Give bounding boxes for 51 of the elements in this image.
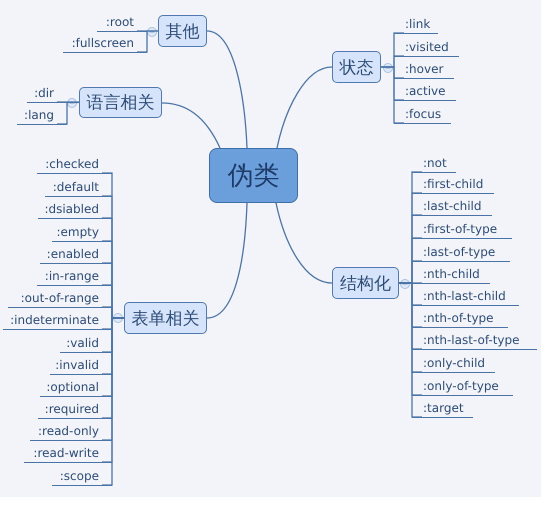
underlined-label: :enabled xyxy=(40,246,112,264)
underlined-label: :valid xyxy=(60,336,112,353)
connector-line xyxy=(206,30,248,148)
underlined-label: :first-of-type xyxy=(412,222,512,239)
underlined-label: :last-of-type xyxy=(412,244,510,262)
underlined-label: :nth-of-type xyxy=(412,310,508,328)
underlined-label: :read-write xyxy=(24,446,112,463)
underlined-label: :visited xyxy=(394,40,459,57)
underlined-label: :nth-last-of-type xyxy=(412,332,537,350)
underlined-label: :not xyxy=(412,156,456,173)
connector-line xyxy=(57,101,79,103)
underlined-label: :required xyxy=(38,402,112,419)
underlined-label: :last-child xyxy=(412,198,492,216)
connector-line xyxy=(57,102,79,125)
underlined-label: :optional xyxy=(40,380,112,397)
underlined-label: :scope xyxy=(52,468,112,486)
central-topic-box: 伪类 xyxy=(209,148,298,203)
underlined-label: :invalid xyxy=(50,358,112,375)
topic-box: 语言相关 xyxy=(79,87,162,118)
underlined-label: :empty xyxy=(52,224,112,242)
connector-line xyxy=(381,66,404,124)
underlined-label: :nth-child xyxy=(412,266,490,284)
underlined-label: :nth-last-child xyxy=(412,288,519,306)
underlined-label: :checked xyxy=(37,156,112,174)
underlined-label: :active xyxy=(394,84,456,101)
underlined-label: :hover xyxy=(394,62,454,79)
underlined-label: :lang xyxy=(17,108,67,125)
connector-line xyxy=(276,66,332,148)
connector-line xyxy=(206,202,248,319)
connector-line xyxy=(275,202,332,284)
underlined-label: :focus xyxy=(394,106,451,124)
underlined-label: :default xyxy=(45,180,112,197)
underlined-label: :fullscreen xyxy=(63,36,147,53)
underlined-label: :only-of-type xyxy=(412,378,513,396)
underlined-label: :link xyxy=(394,16,438,34)
underlined-label: :read-only xyxy=(30,424,112,441)
underlined-label: :dsiabled xyxy=(38,202,112,219)
underlined-label: :root xyxy=(97,14,147,32)
topic-box: 状态 xyxy=(332,51,381,83)
connector-line xyxy=(137,30,158,53)
topic-box: 表单相关 xyxy=(124,302,207,334)
underlined-label: :only-child xyxy=(412,356,495,373)
underlined-label: :target xyxy=(412,400,473,418)
connector-line xyxy=(162,102,221,148)
topic-box: 结构化 xyxy=(332,267,399,299)
underlined-label: :indeterminate xyxy=(3,312,112,330)
underlined-label: :in-range xyxy=(37,268,112,286)
underlined-label: :first-child xyxy=(412,176,494,194)
topic-box: 其他 xyxy=(158,15,207,47)
underlined-label: :out-of-range xyxy=(8,290,112,308)
underlined-label: :dir xyxy=(27,86,67,103)
